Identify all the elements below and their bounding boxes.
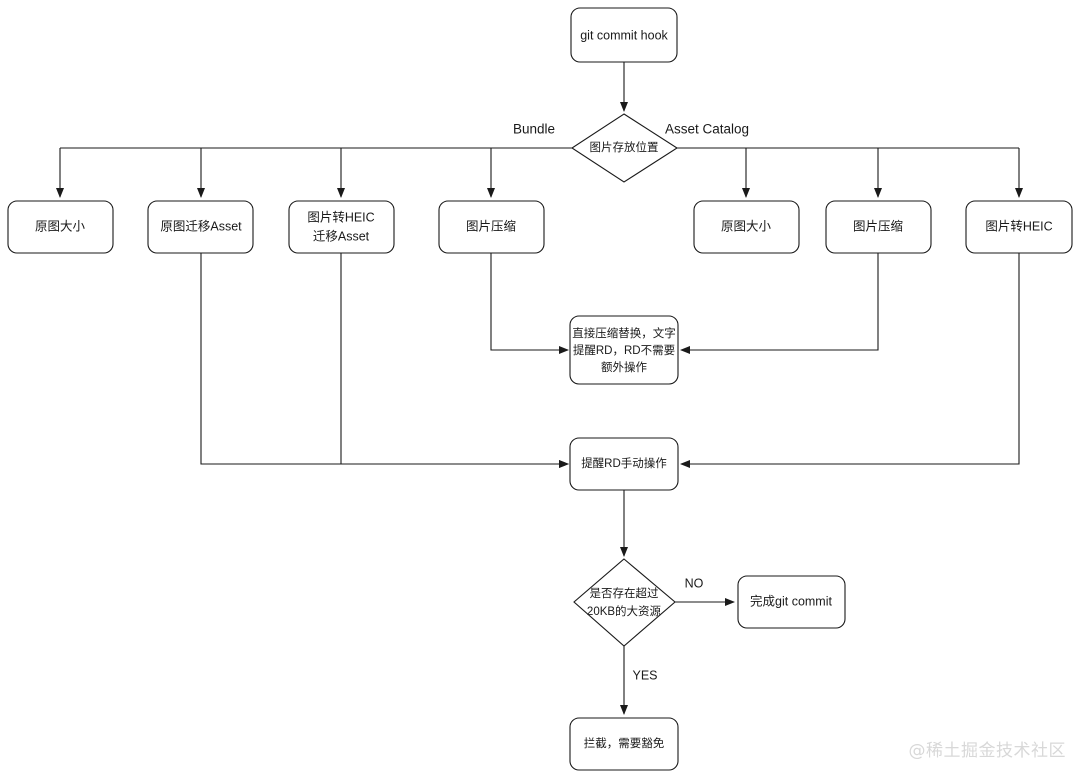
node-oversize-decision-shape[interactable] bbox=[573, 558, 676, 647]
node-bundle-original-size[interactable]: 原图大小 bbox=[7, 200, 114, 254]
node-bundle-original-size-label: 原图大小 bbox=[35, 219, 86, 233]
node-asset-compress-shape[interactable] bbox=[825, 200, 932, 254]
node-asset-original-size[interactable]: 原图大小 bbox=[693, 200, 800, 254]
node-image-location-decision[interactable]: 图片存放位置 bbox=[570, 113, 679, 183]
node-asset-heic-label: 图片转HEIC bbox=[985, 218, 1052, 233]
node-layer: git commit hook 图片存放位置 Bundle Asset Cata… bbox=[7, 7, 1073, 771]
node-image-location-decision-label: 图片存放位置 bbox=[590, 140, 659, 154]
node-asset-heic-shape[interactable] bbox=[965, 200, 1073, 254]
node-oversize-decision[interactable]: 是否存在超过 20KB的大资源 bbox=[573, 558, 676, 647]
node-auto-compress-note[interactable]: 直接压缩替换，文字 提醒RD，RD不需要 额外操作 bbox=[569, 315, 679, 385]
node-bundle-migrate-asset-shape[interactable] bbox=[147, 200, 254, 254]
node-bundle-heic-migrate-asset-shape[interactable] bbox=[288, 200, 395, 254]
node-finish-git-commit-shape[interactable] bbox=[737, 575, 846, 629]
node-auto-compress-note-label-line1: 直接压缩替换，文字 bbox=[572, 326, 676, 340]
node-bundle-original-size-shape[interactable] bbox=[7, 200, 114, 254]
edge-asset-heic-to-notify-rd bbox=[680, 253, 1020, 468]
node-asset-compress[interactable]: 图片压缩 bbox=[825, 200, 932, 254]
node-notify-rd-manual-shape[interactable] bbox=[569, 437, 679, 491]
node-notify-rd-manual-label: 提醒RD手动操作 bbox=[581, 456, 667, 470]
node-image-location-decision-shape[interactable] bbox=[570, 113, 679, 183]
node-asset-original-size-shape[interactable] bbox=[693, 200, 800, 254]
node-auto-compress-note-label-line3: 额外操作 bbox=[601, 360, 647, 374]
edge-label-yes: YES bbox=[632, 668, 657, 682]
node-finish-git-commit-label: 完成git commit bbox=[750, 593, 832, 608]
node-bundle-compress[interactable]: 图片压缩 bbox=[438, 200, 545, 254]
branch-label-asset-catalog: Asset Catalog bbox=[665, 122, 749, 137]
branch-label-bundle: Bundle bbox=[513, 122, 555, 137]
node-block-need-exemption-shape[interactable] bbox=[569, 717, 679, 771]
node-block-need-exemption[interactable]: 拦截，需要豁免 bbox=[569, 717, 679, 771]
node-block-need-exemption-label: 拦截，需要豁免 bbox=[584, 736, 665, 750]
edge-migrate-asset-to-notify-rd bbox=[200, 253, 569, 468]
node-oversize-decision-label-line2: 20KB的大资源 bbox=[587, 604, 662, 618]
node-notify-rd-manual[interactable]: 提醒RD手动操作 bbox=[569, 437, 679, 491]
node-auto-compress-note-shape[interactable] bbox=[569, 315, 679, 385]
node-bundle-heic-migrate-asset-label-line1: 图片转HEIC bbox=[307, 209, 374, 224]
node-asset-heic[interactable]: 图片转HEIC bbox=[965, 200, 1073, 254]
edge-layer bbox=[56, 62, 1023, 715]
edge-heic-migrate-to-notify-rd bbox=[340, 253, 569, 468]
node-bundle-heic-migrate-asset-label-line2: 迁移Asset bbox=[313, 229, 370, 243]
node-auto-compress-note-label-line2: 提醒RD，RD不需要 bbox=[573, 343, 675, 357]
watermark: @稀土掘金技术社区 bbox=[909, 741, 1067, 761]
node-bundle-migrate-asset[interactable]: 原图迁移Asset bbox=[147, 200, 254, 254]
edge-label-no: NO bbox=[685, 576, 704, 590]
node-bundle-heic-migrate-asset[interactable]: 图片转HEIC 迁移Asset bbox=[288, 200, 395, 254]
edge-bundle-compress-to-note bbox=[490, 253, 569, 354]
node-git-commit-hook[interactable]: git commit hook bbox=[570, 7, 678, 63]
node-finish-git-commit[interactable]: 完成git commit bbox=[737, 575, 846, 629]
node-bundle-migrate-asset-label: 原图迁移Asset bbox=[160, 219, 242, 233]
node-asset-original-size-label: 原图大小 bbox=[721, 219, 772, 233]
node-bundle-compress-label: 图片压缩 bbox=[466, 218, 516, 233]
edge-asset-compress-to-note bbox=[680, 253, 879, 354]
node-git-commit-hook-label: git commit hook bbox=[580, 28, 668, 42]
node-git-commit-hook-shape[interactable] bbox=[570, 7, 678, 63]
node-bundle-compress-shape[interactable] bbox=[438, 200, 545, 254]
node-asset-compress-label: 图片压缩 bbox=[853, 218, 903, 233]
node-oversize-decision-label-line1: 是否存在超过 bbox=[590, 586, 659, 600]
